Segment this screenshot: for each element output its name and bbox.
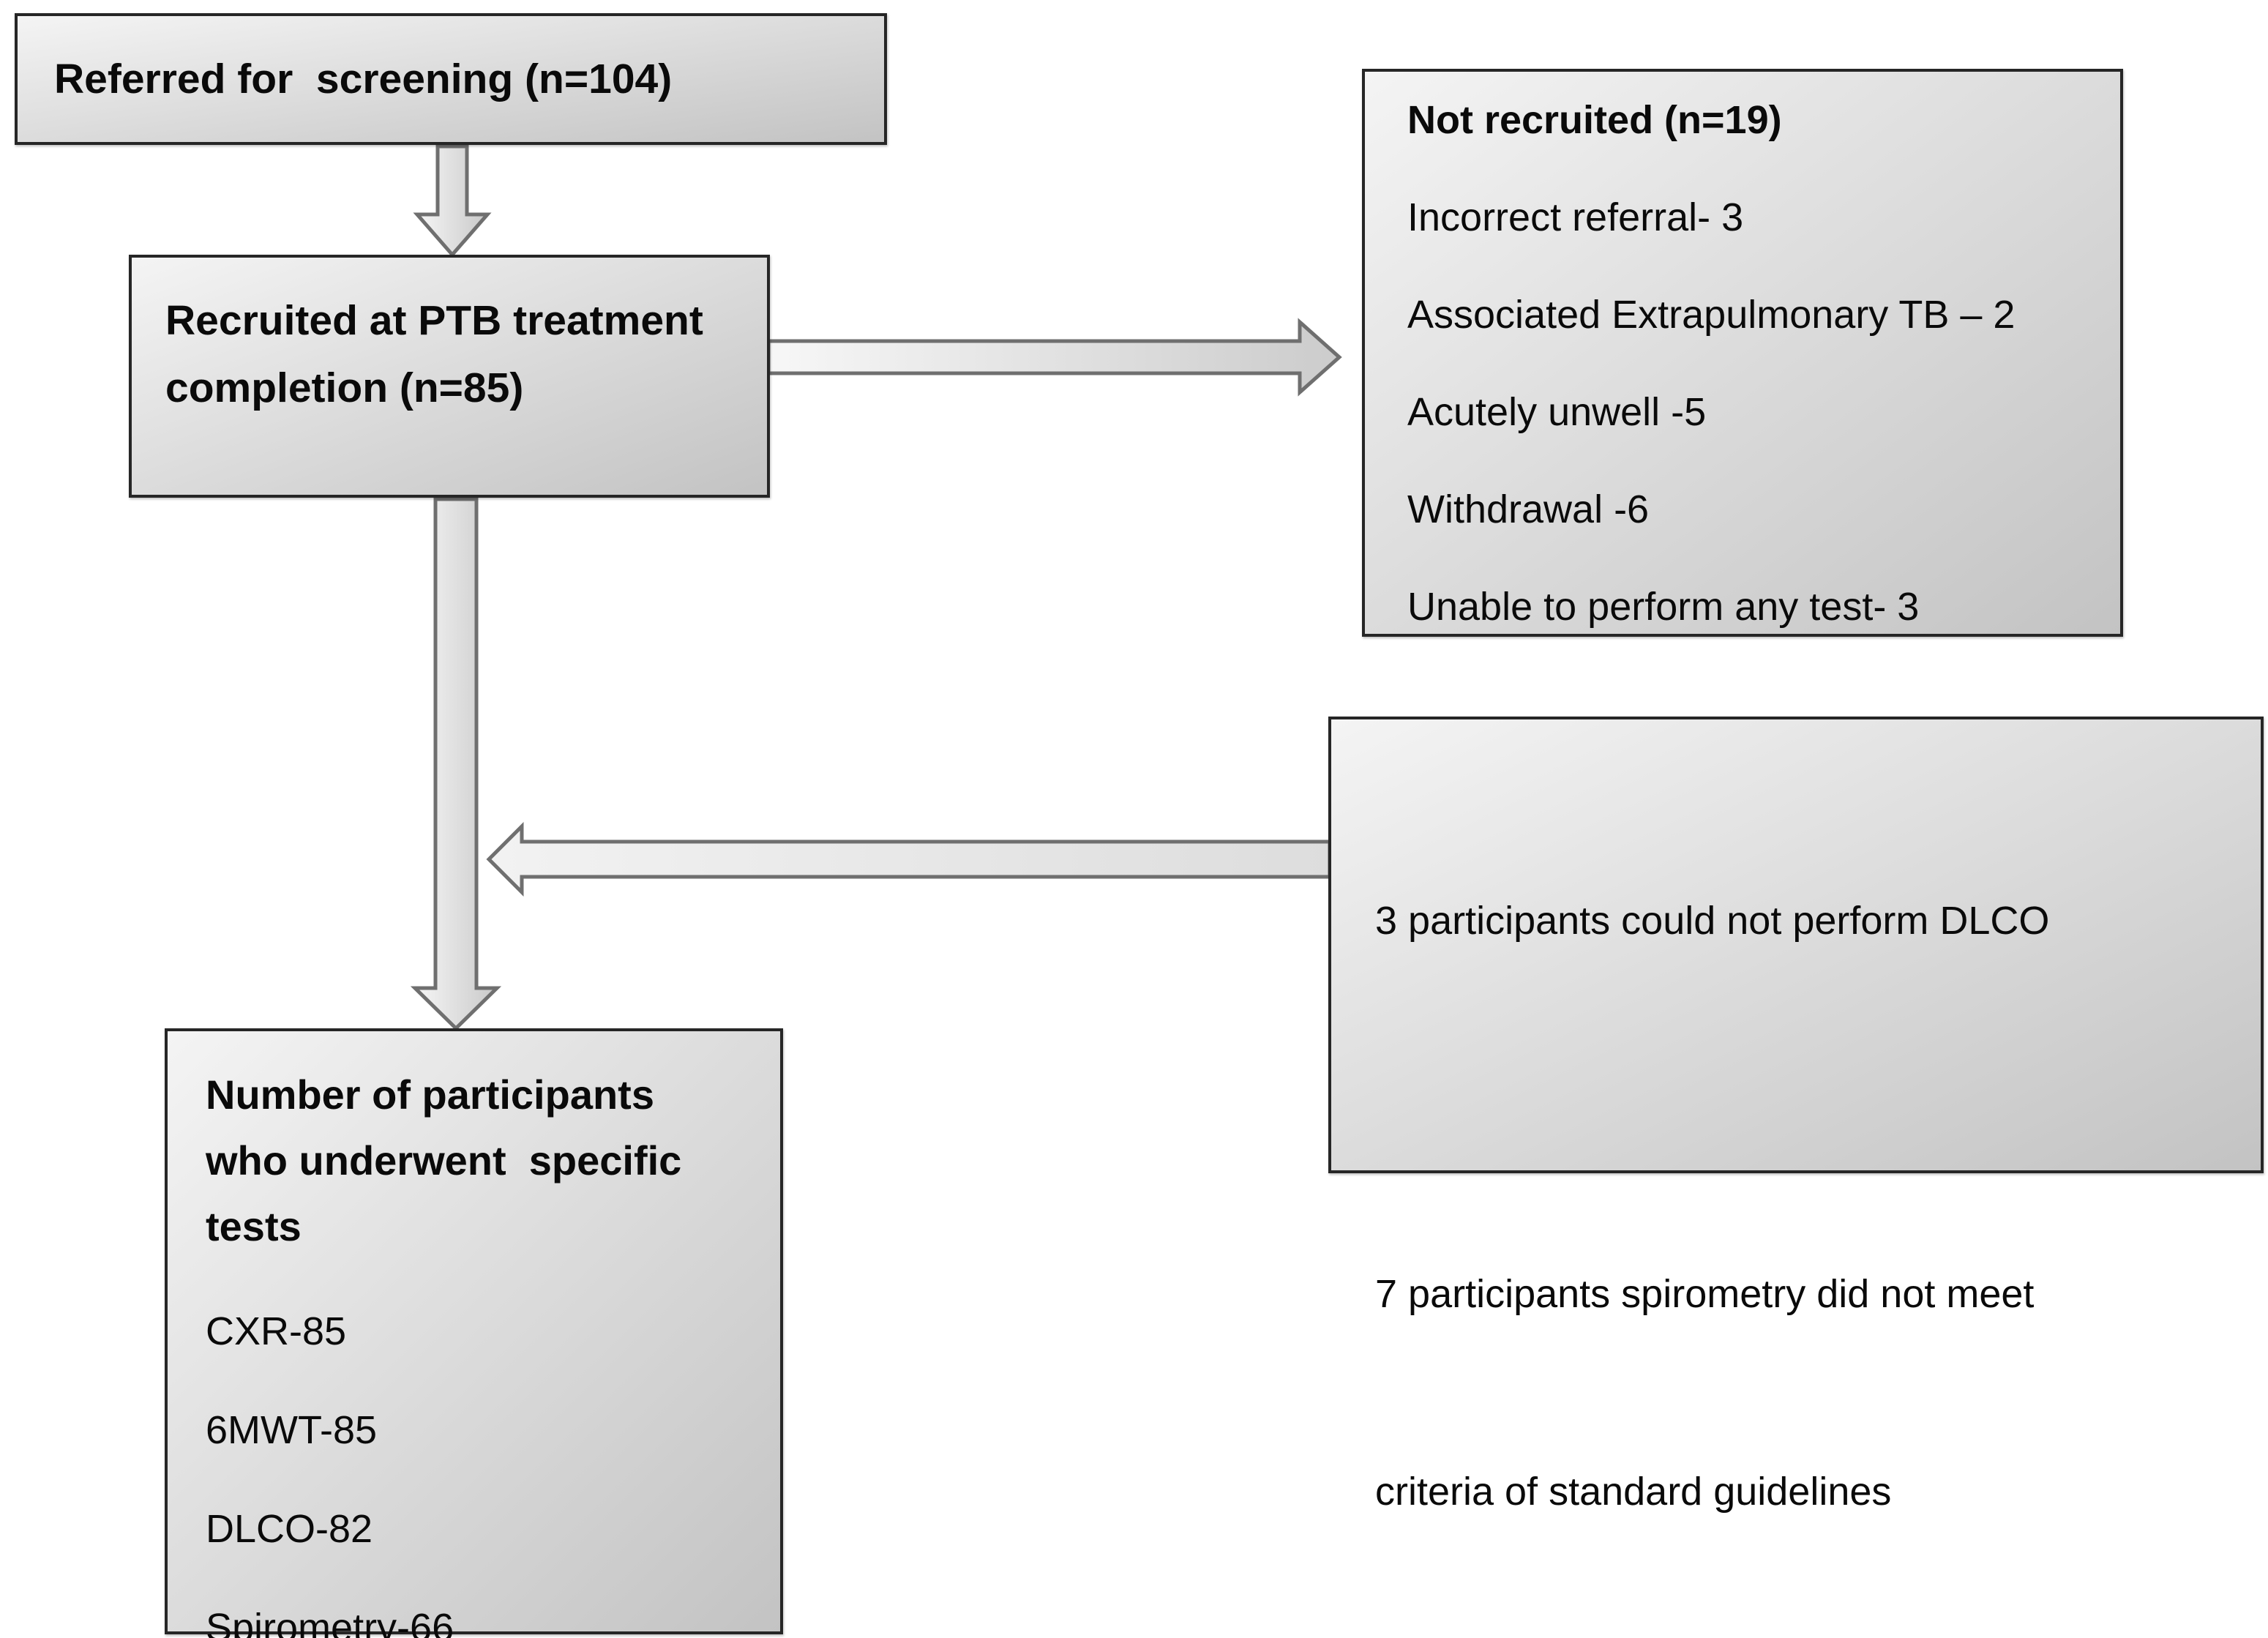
not-recruited-item: Associated Extrapulmonary TB – 2 [1407,293,2016,337]
box-tests-performed: Number of participants who underwent spe… [165,1028,783,1638]
tests-item: 6MWT-85 [206,1408,378,1452]
tests-title-line: tests [206,1203,302,1249]
exclusion-line: criteria of standard guidelines [1375,1470,1892,1514]
tests-item: Spirometry-66 [206,1606,454,1638]
tests-title-line: Number of participants [206,1072,654,1118]
tests-title-line: who underwent specific [206,1137,682,1183]
recruited-line-1: Recruited at PTB treatment [165,297,703,344]
recruited-line-2: completion (n=85) [165,364,524,411]
box-recruited-at-completion: Recruited at PTB treatment completion (n… [129,255,770,498]
box-referred-for-screening: Referred for screening (n=104) [15,13,887,145]
exclusion-paragraph: 3 participants could not perform DLCO [1375,756,2217,1085]
not-recruited-item: Unable to perform any test- 3 [1407,585,1920,629]
tests-item-list: CXR-85 6MWT-85 DLCO-82 Spirometry-66 [206,1311,742,1638]
referred-text: Referred for screening (n=104) [54,56,673,102]
box-not-recruited: Not recruited (n=19) Incorrect referral-… [1362,69,2123,637]
down-arrow-recruited-to-tests [410,497,502,1031]
exclusion-paragraph: 7 participants spirometry did not meet c… [1375,1129,2217,1638]
not-recruited-item: Withdrawal -6 [1407,487,1650,531]
box-test-exclusions: 3 participants could not perform DLCO 7 … [1328,717,2264,1514]
exclusion-line: 3 participants could not perform DLCO [1375,899,2050,943]
tests-item: CXR-85 [206,1309,347,1353]
not-recruited-item: Acutely unwell -5 [1407,390,1707,434]
exclusion-line: 7 participants spirometry did not meet [1375,1272,2035,1316]
tests-item: DLCO-82 [206,1507,373,1551]
right-arrow-recruited-to-not-recruited [766,318,1342,397]
down-arrow-referred-to-recruited [413,144,492,258]
left-arrow-exclusions-to-flow [486,821,1332,897]
not-recruited-title: Not recruited (n=19) [1407,98,1782,142]
not-recruited-item: Incorrect referral- 3 [1407,195,1744,239]
